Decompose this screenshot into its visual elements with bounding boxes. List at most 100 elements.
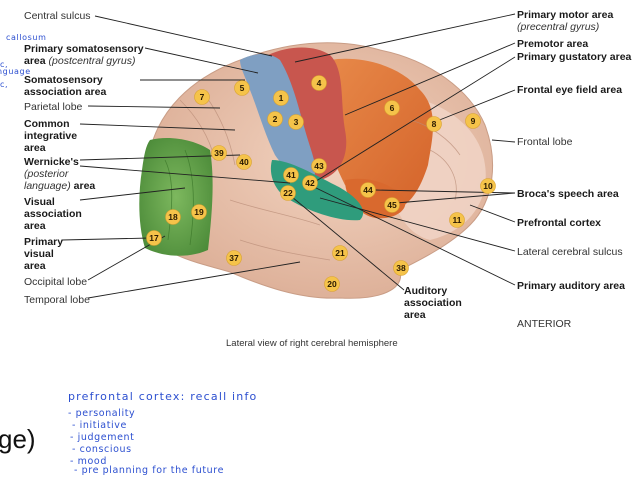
label-primary-visual: Primary visual area (24, 236, 63, 272)
label-temporal-lobe: Temporal lobe (24, 294, 90, 306)
label-visual-association: Visual association area (24, 196, 82, 232)
leader-line (344, 42, 516, 116)
brodmann-area-badge: 21 (332, 245, 348, 261)
badge-number: 4 (317, 78, 322, 88)
notes-item: - initiative (72, 420, 127, 431)
badge-circle (273, 90, 289, 106)
leader-line (87, 105, 221, 109)
badge-circle (360, 182, 376, 198)
brodmann-area-badge: 39 (211, 145, 227, 161)
label-central-sulcus: Central sulcus (24, 10, 91, 22)
badge-circle (267, 111, 283, 127)
slide-text-fragment: ge) (0, 424, 36, 454)
badge-number: 40 (239, 157, 249, 167)
label-line: Wernicke's (24, 156, 79, 168)
brodmann-area-badge: 18 (165, 209, 181, 225)
label-lateral-cerebral-sulcus: Lateral cerebral sulcus (517, 246, 623, 258)
badge-number: 3 (294, 117, 299, 127)
badge-number: 2 (273, 114, 278, 124)
label-line: integrative (24, 130, 78, 142)
label-prefrontal-cortex: Prefrontal cortex (517, 217, 602, 229)
badge-circle (480, 178, 496, 194)
notes-title: prefrontal cortex: recall info (68, 390, 258, 403)
notes-item: - mood (70, 456, 107, 467)
label-line: Visual (24, 196, 55, 208)
brodmann-area-badge: 7 (194, 89, 210, 105)
brodmann-area-badge: 17 (146, 230, 162, 246)
brodmann-area-badge: 20 (324, 276, 340, 292)
label-primary-gustatory: Primary gustatory area (517, 51, 632, 63)
badge-circle (324, 276, 340, 292)
label-line: Primary (24, 236, 64, 248)
label-line: Auditory (404, 285, 448, 297)
brodmann-area-badge: 8 (426, 116, 442, 132)
leader-line (319, 197, 516, 252)
brodmann-area-badge: 10 (480, 178, 496, 194)
badge-circle (236, 154, 252, 170)
label-italic: (postcentral gyrus) (48, 55, 136, 67)
badge-circle (234, 80, 250, 96)
badge-circle (332, 245, 348, 261)
brodmann-area-badge: 9 (465, 113, 481, 129)
badge-number: 22 (283, 188, 293, 198)
badge-number: 20 (327, 279, 337, 289)
badge-number: 18 (168, 212, 178, 222)
brodmann-area-badge: 45 (384, 197, 400, 213)
leader-line (87, 261, 301, 299)
leader-line (395, 192, 516, 204)
label-line: area (24, 142, 46, 154)
brodmann-area-badge: 19 (191, 204, 207, 220)
label-primary-auditory: Primary auditory area (517, 280, 625, 292)
badge-number: 38 (396, 263, 406, 273)
badge-circle (226, 250, 242, 266)
badge-number: 21 (335, 248, 345, 258)
badge-circle (194, 89, 210, 105)
handwritten-fragment: callosum (6, 33, 47, 42)
leader-line (469, 204, 516, 223)
leader-line (79, 187, 186, 201)
brodmann-area-badge: 44 (360, 182, 376, 198)
leader-line (61, 237, 151, 241)
brodmann-area-badge: 4 (311, 75, 327, 91)
brodmann-area-badge: 42 (302, 175, 318, 191)
badge-circle (165, 209, 181, 225)
badge-number: 1 (279, 93, 284, 103)
label-line: area (24, 220, 46, 232)
label-parietal-lobe: Parietal lobe (24, 101, 83, 113)
label-auditory-association: Auditory association area (404, 285, 462, 321)
leader-line (79, 123, 236, 131)
notes-item: - judgement (70, 432, 135, 443)
badge-circle (311, 75, 327, 91)
visual-region (139, 138, 213, 256)
anterior-label: ANTERIOR (517, 318, 572, 330)
handwritten-fragment: c, (0, 80, 9, 89)
badge-circle (384, 197, 400, 213)
notes-item: - conscious (72, 444, 132, 455)
label-italic: (posterior (24, 168, 69, 180)
badge-circle (426, 116, 442, 132)
label-line: association (24, 208, 82, 220)
badge-number: 7 (200, 92, 205, 102)
label-line: visual (24, 248, 54, 260)
brodmann-area-badge: 37 (226, 250, 242, 266)
label-line: Primary motor area (517, 9, 614, 21)
label-line: Somatosensory (24, 74, 103, 86)
label-frontal-eye-field: Frontal eye field area (517, 84, 623, 96)
label-line: Common (24, 118, 70, 130)
badge-number: 9 (471, 116, 476, 126)
label-somatosensory-association: Somatosensory association area (24, 74, 106, 98)
handwritten-fragment: c, (0, 60, 9, 69)
brodmann-area-badge: 43 (311, 158, 327, 174)
badge-number: 41 (286, 170, 296, 180)
badge-number: 17 (149, 233, 159, 243)
leader-line (291, 196, 405, 291)
leader-line (79, 165, 291, 184)
label-line: area (24, 55, 46, 67)
label-wernickes: Wernicke's (posterior language) area (24, 156, 95, 192)
badge-number: 45 (387, 200, 397, 210)
badge-circle (302, 175, 318, 191)
label-occipital-lobe: Occipital lobe (24, 276, 88, 288)
leader-line (94, 15, 273, 57)
badge-number: 43 (314, 161, 324, 171)
